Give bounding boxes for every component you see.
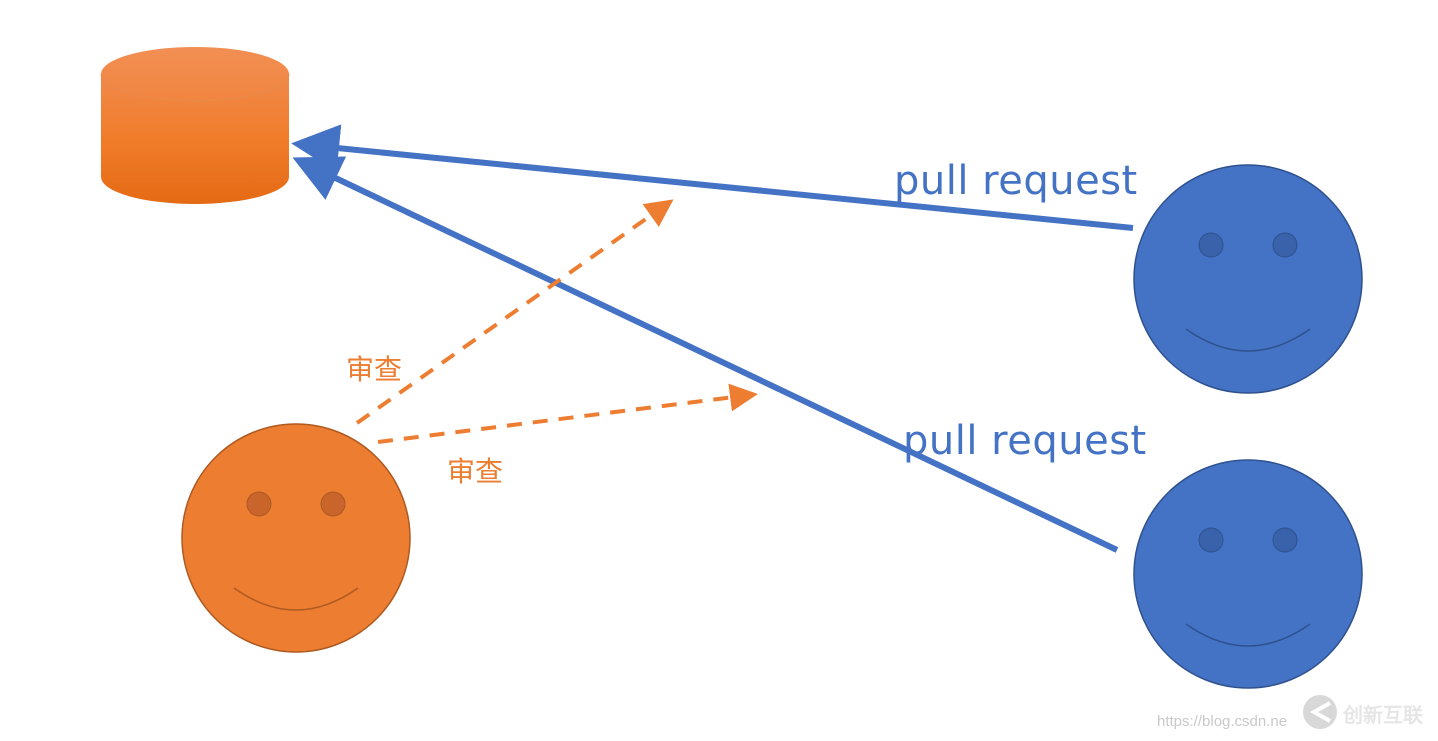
contributor-smiley-icon-bottom xyxy=(1133,459,1363,689)
review-arrow-upper xyxy=(355,199,674,425)
pull-request-arrow-top xyxy=(291,124,1134,231)
contributor-smiley-icon-top xyxy=(1133,164,1363,394)
watermark-brand: 创新互联 xyxy=(1343,703,1423,727)
watermark-url: https://blog.csdn.ne xyxy=(1157,713,1288,730)
review-label-upper: 审查 xyxy=(346,353,403,386)
reviewer-smiley-icon xyxy=(181,423,411,653)
review-arrow-lower xyxy=(377,383,758,444)
repository-cylinder xyxy=(100,47,290,204)
brand-logo-icon xyxy=(1303,695,1337,729)
pull-request-label-bottom: pull request xyxy=(903,418,1147,464)
pull-request-label-top: pull request xyxy=(894,158,1138,204)
pull-request-arrow-bottom xyxy=(292,156,1119,553)
review-label-lower: 审查 xyxy=(447,455,504,488)
